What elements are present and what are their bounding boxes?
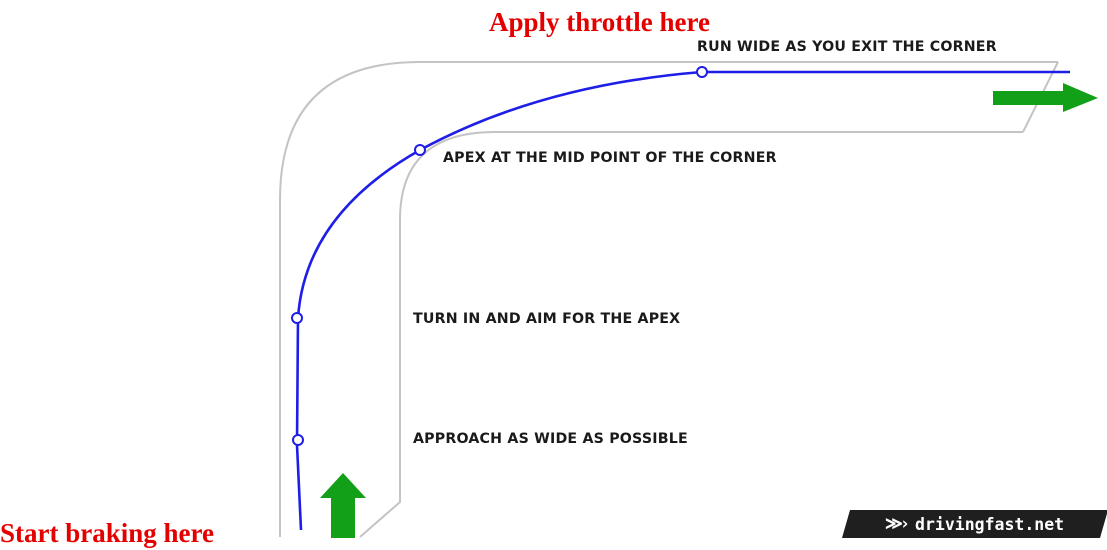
exit-step-label: RUN WIDE AS YOU EXIT THE CORNER [697, 39, 997, 55]
turn-in-step-label: TURN IN AND AIM FOR THE APEX [413, 311, 681, 327]
approach-step-label: APPROACH AS WIDE AS POSSIBLE [413, 431, 688, 447]
brand-badge: ≫› drivingfast.net [842, 510, 1107, 538]
approach-marker [292, 434, 304, 446]
exit-arrow-icon [993, 83, 1098, 112]
brand-text: drivingfast.net [915, 514, 1065, 534]
racing-line [295, 70, 1070, 531]
track-outer-edge [279, 61, 1058, 537]
exit-marker [696, 66, 708, 78]
turn-in-marker [291, 312, 303, 324]
track-inner-edge [359, 131, 1023, 538]
chevrons-icon: ≫› [885, 514, 908, 534]
apply-throttle-callout: Apply throttle here [489, 7, 710, 37]
apex-marker [414, 144, 426, 156]
entry-arrow-icon [320, 473, 366, 538]
apex-step-label: APEX AT THE MID POINT OF THE CORNER [443, 150, 777, 166]
start-braking-callout: Start braking here [0, 518, 214, 548]
